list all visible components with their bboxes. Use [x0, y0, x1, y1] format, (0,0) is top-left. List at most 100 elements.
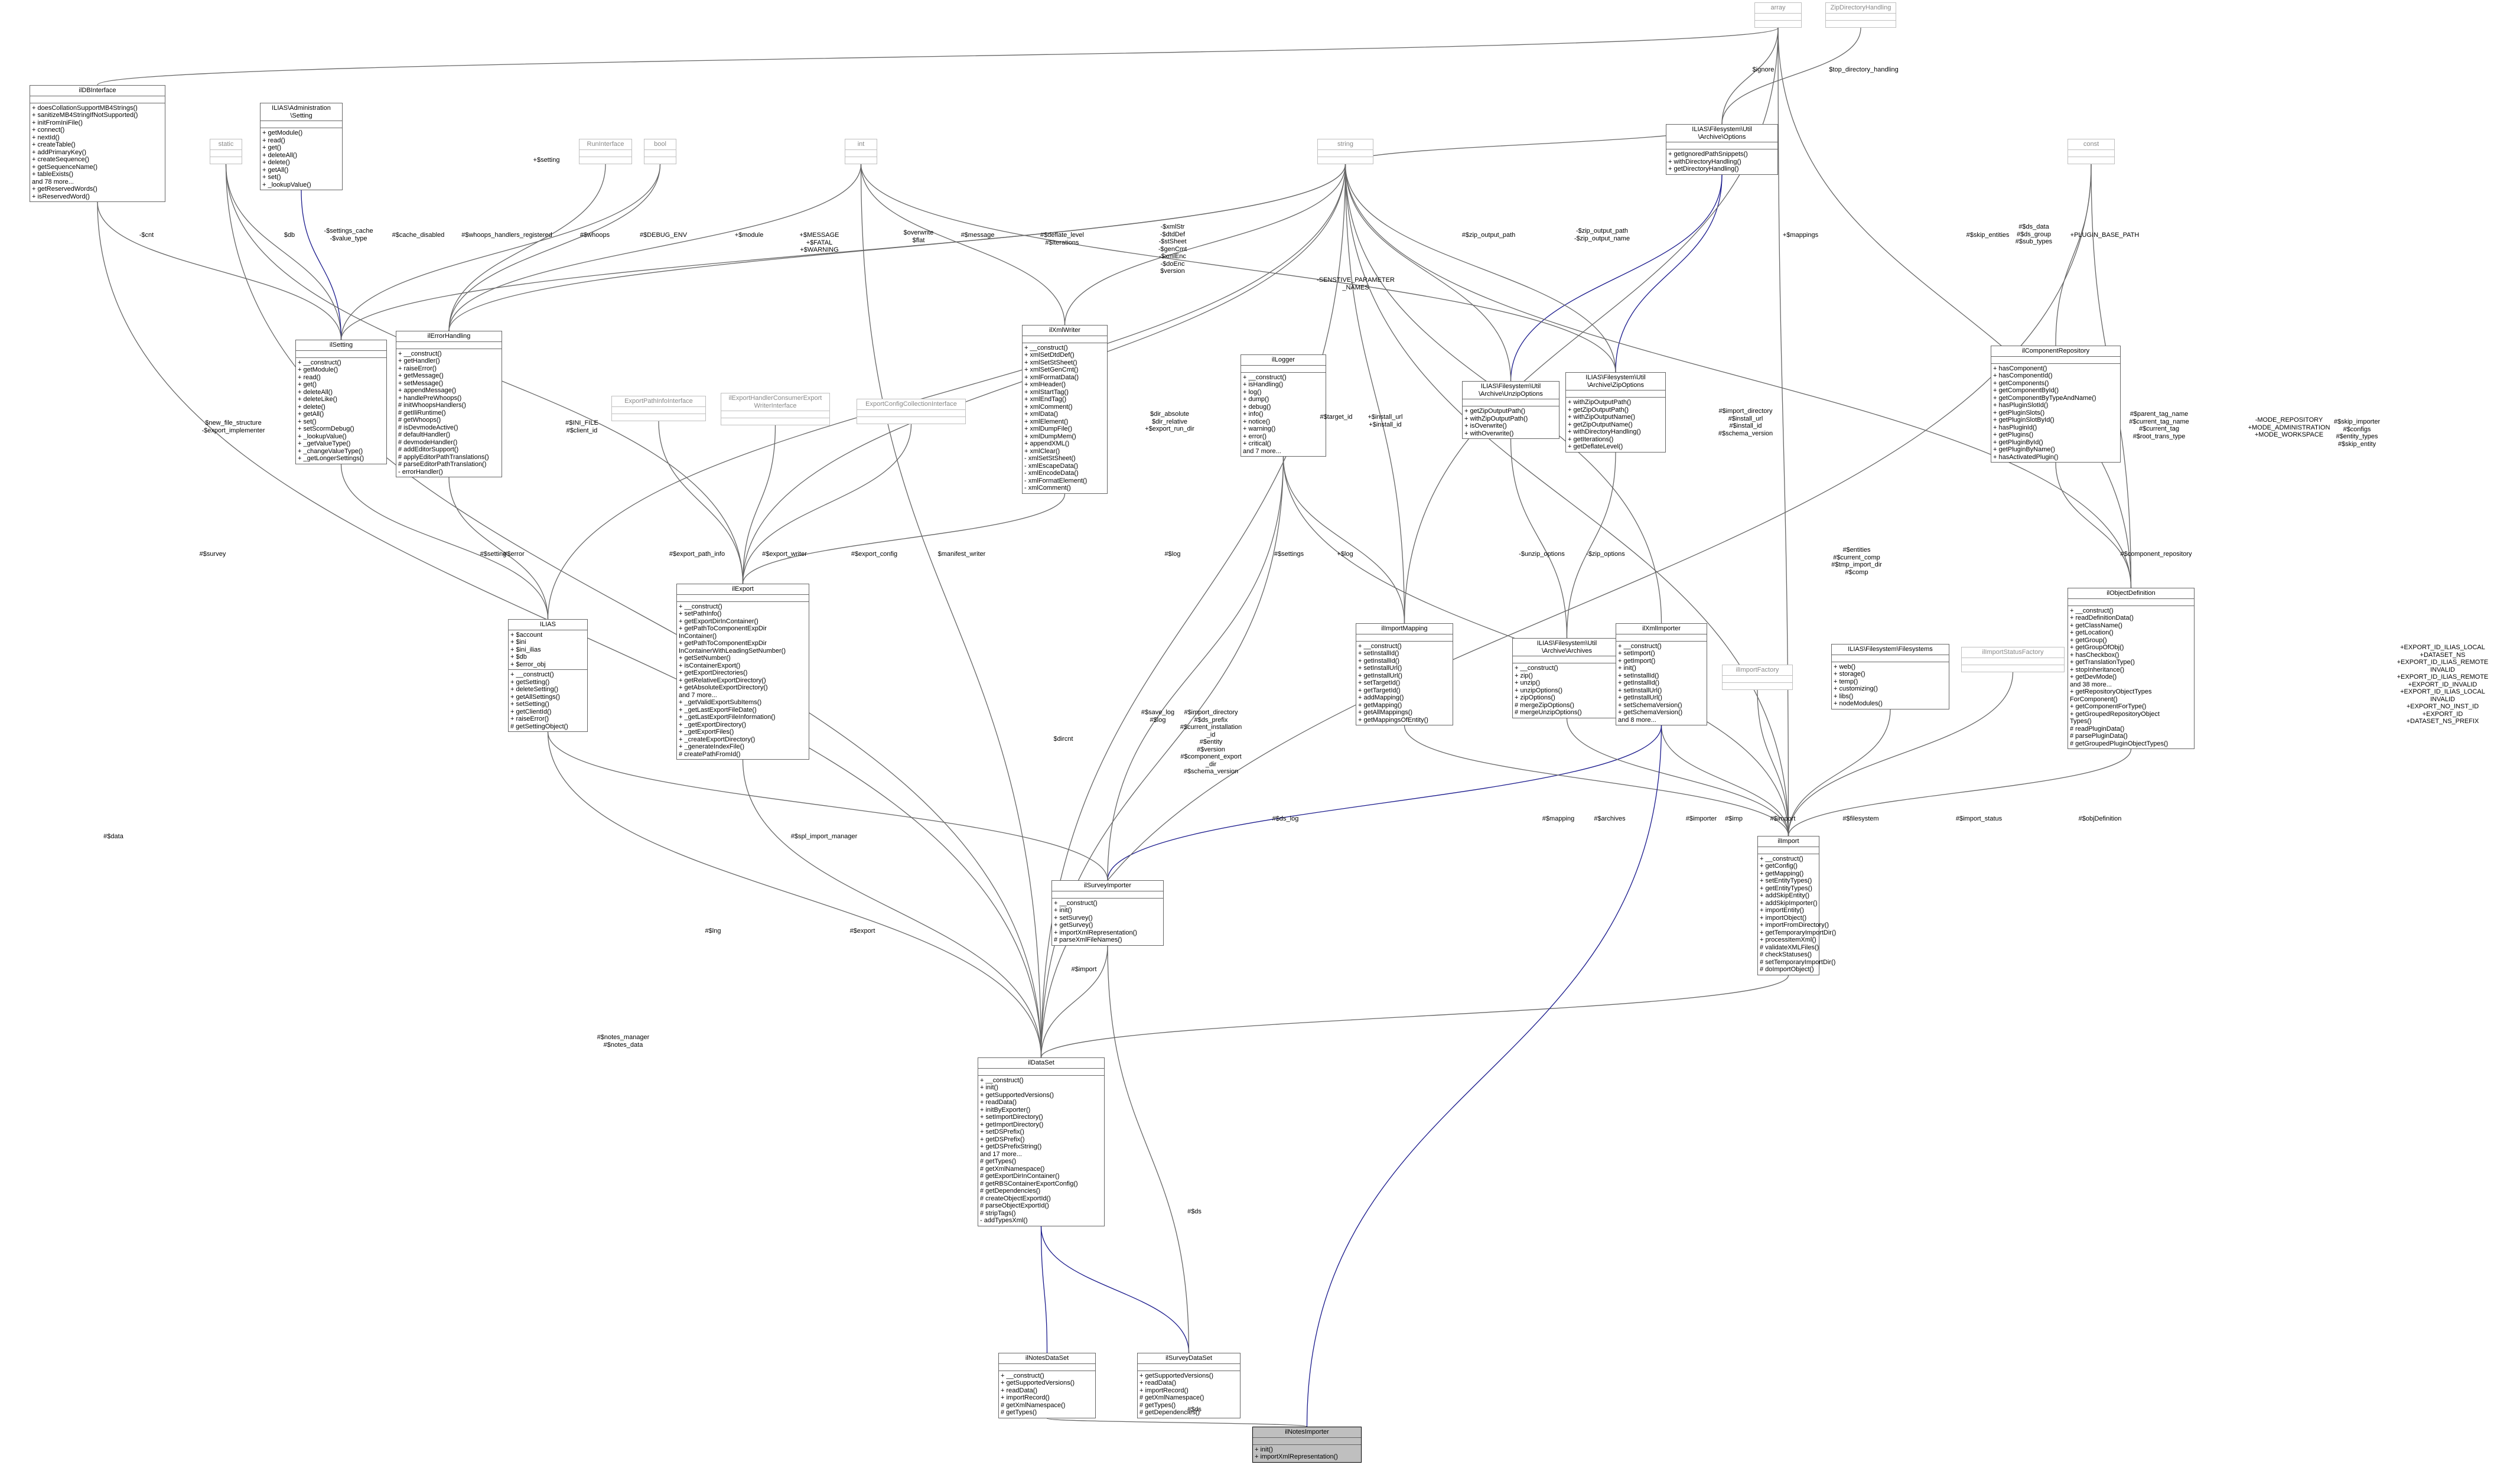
class-adminsetting[interactable]: ILIAS\Administration \Setting+ getModule…: [260, 103, 343, 190]
class-const[interactable]: const: [2068, 139, 2115, 164]
edge-label: #$ds_log: [1272, 815, 1299, 822]
relation-edge: [1788, 672, 2014, 836]
class-ilimportmapping[interactable]: ilImportMapping+ __construct()+ setInsta…: [1356, 623, 1453, 725]
class-array[interactable]: array: [1754, 2, 1802, 28]
method: + xmlComment(): [1024, 403, 1073, 411]
method: + getComponentByTypeAndName(): [1993, 394, 2096, 402]
method: + nodeModules(): [1834, 700, 1883, 707]
method: + get(): [262, 144, 282, 151]
class-archopts[interactable]: ILIAS\Filesystem\Util \Archive\Options + …: [1666, 124, 1778, 175]
method: + __construct(): [1001, 1372, 1044, 1379]
edge-label: #$export: [849, 927, 875, 935]
class-title: ilImport: [1758, 836, 1819, 847]
method: # getXmlNamespace(): [1139, 1394, 1204, 1401]
method: + connect(): [32, 126, 65, 134]
edge-label: #$import: [1770, 815, 1796, 822]
method: + getZipOutputName(): [1568, 421, 1633, 428]
class-title: ILIAS\Filesystem\Util \Archive\Options: [1666, 125, 1777, 142]
class-filesystems[interactable]: ILIAS\Filesystem\Filesystems+ web()+ sto…: [1831, 644, 1949, 709]
method: # getExportDirInContainer(): [980, 1173, 1060, 1180]
class-methods: + __construct()+ getSupportedVersions()+…: [999, 1371, 1095, 1418]
method: - xmlEncodeData(): [1024, 470, 1079, 477]
class-runint[interactable]: RunInterface: [579, 139, 632, 164]
class-methods: + getSupportedVersions()+ readData()+ im…: [1138, 1371, 1240, 1418]
edge-label: +$setting: [533, 157, 560, 164]
class-ilsurveyimporter[interactable]: ilSurveyImporter+ __construct()+ init()+…: [1051, 880, 1164, 946]
class-zipdir[interactable]: ZipDirectoryHandling: [1825, 2, 1896, 28]
method: + warning(): [1243, 425, 1276, 432]
method: + setInstallUrl(): [1618, 686, 1662, 694]
class-exportconfig[interactable]: ExportConfigCollectionInterface: [857, 399, 966, 424]
class-methods: + getIgnoredPathSnippets()+ withDirector…: [1666, 149, 1777, 174]
class-ilimport[interactable]: ilImport+ __construct()+ getConfig()+ ge…: [1757, 836, 1836, 975]
class-ilimportstatus[interactable]: ilImportStatusFactory: [1961, 647, 2065, 672]
attribute: + $ini: [510, 639, 526, 646]
relation-edge: [1064, 164, 1346, 326]
class-ilimportfactory[interactable]: ilImportFactory: [1722, 665, 1793, 690]
class-ilcomprepo[interactable]: ilComponentRepository+ hasComponent()+ h…: [1991, 346, 2121, 463]
method: + getPluginById(): [1993, 438, 2043, 446]
method: + getRelativeExportDirectory(): [679, 676, 766, 684]
class-ilnotesdataset[interactable]: ilNotesDataSet+ __construct()+ getSuppor…: [998, 1353, 1096, 1418]
edge-label: $db: [284, 232, 295, 239]
method: and 38 more...: [2070, 681, 2112, 688]
class-ilias[interactable]: ILIAS+ $account+ $ini+ $ini_ilias+ $db+ …: [508, 619, 588, 732]
class-ildb[interactable]: ilDBInterface+ doesCollationSupportMB4St…: [30, 85, 165, 202]
method: + read(): [262, 136, 285, 144]
class-ildataset[interactable]: ilDataSet+ __construct()+ init()+ getSup…: [978, 1057, 1105, 1226]
relation-edge: [1040, 1226, 1190, 1353]
method: + xmlSetGenCmt(): [1024, 366, 1079, 373]
class-ilsetting[interactable]: ilSetting+ __construct()+ getModule()+ r…: [295, 340, 387, 464]
class-ilxmlwriter[interactable]: ilXmlWriter+ __construct()+ xmlSetDtdDef…: [1022, 325, 1108, 494]
method: + deleteSetting(): [510, 686, 559, 693]
class-string[interactable]: string: [1317, 139, 1373, 164]
class-bool[interactable]: bool: [644, 139, 676, 164]
class-ilxmlimporter[interactable]: ilXmlImporter+ __construct()+ setImport(…: [1616, 623, 1707, 725]
method: + getSupportedVersions(): [1001, 1379, 1075, 1386]
method: + getClientId(): [510, 708, 552, 715]
method: Types(): [2070, 718, 2092, 725]
method: + getPlugins(): [1993, 431, 2034, 438]
method: + init(): [980, 1084, 998, 1091]
edge-label: $new_file_structure -$export_implementer: [201, 419, 265, 434]
class-archives[interactable]: ILIAS\Filesystem\Util \Archive\Archives+…: [1512, 638, 1622, 718]
class-zipopts[interactable]: ILIAS\Filesystem\Util \Archive\ZipOption…: [1565, 372, 1666, 453]
class-title: ILIAS: [509, 620, 587, 630]
class-methods: [1723, 683, 1792, 689]
class-ilobjdef[interactable]: ilObjectDefinition+ __construct()+ readD…: [2068, 588, 2195, 749]
class-unzipopts[interactable]: ILIAS\Filesystem\Util \Archive\UnzipOpti…: [1462, 381, 1559, 439]
class-illogger[interactable]: ilLogger+ __construct()+ isHandling()+ l…: [1241, 354, 1326, 457]
class-methods: [612, 414, 705, 421]
method: + getDeflateLevel(): [1568, 443, 1623, 450]
class-exporthandler[interactable]: ilExportHandlerConsumerExport WriterInte…: [721, 393, 830, 425]
class-ilsurveydataset[interactable]: ilSurveyDataSet+ getSupportedVersions()+…: [1137, 1353, 1241, 1418]
class-ilexport[interactable]: ilExport+ __construct()+ setPathInfo()+ …: [676, 584, 809, 760]
class-title: ILIAS\Filesystem\Util \Archive\ZipOption…: [1566, 373, 1665, 390]
method: + init(): [1618, 665, 1636, 672]
method: + readData(): [1139, 1379, 1177, 1386]
class-static[interactable]: static: [210, 139, 242, 164]
class-int[interactable]: int: [845, 139, 877, 164]
method: + getMapping(): [1358, 701, 1402, 709]
method: + createSequence(): [32, 156, 89, 163]
method: + doesCollationSupportMB4Strings(): [32, 104, 138, 112]
edge-label: -MODE_REPOSITORY +MODE_ADMINISTRATION +M…: [2248, 416, 2330, 438]
class-ilerror[interactable]: ilErrorHandling+ __construct()+ getHandl…: [396, 331, 502, 477]
method: + xmlFormatData(): [1024, 373, 1079, 381]
method: + init(): [1054, 907, 1072, 914]
method: + setScormDebug(): [298, 425, 354, 432]
class-exportpath[interactable]: ExportPathInfoInterface: [611, 396, 706, 421]
method: + getAll(): [262, 166, 289, 174]
class-ilnotesimporter[interactable]: ilNotesImporter+ init()+ importXmlRepres…: [1252, 1427, 1362, 1463]
relation-edge: [2055, 164, 2092, 346]
relation-edge: [1040, 945, 1108, 1058]
method: # getIliRuntime(): [398, 409, 446, 416]
method: + getInstallUrl(): [1618, 694, 1662, 701]
edge-label: #$INI_FILE #$client_id: [565, 419, 598, 434]
relation-edge: [1788, 748, 2132, 836]
relation-edge: [1107, 725, 1662, 881]
method: + xmlClear(): [1024, 447, 1060, 455]
class-title: ilNotesImporter: [1253, 1427, 1361, 1438]
method: # mergeZipOptions(): [1515, 701, 1574, 709]
method: + __construct(): [1024, 344, 1068, 351]
